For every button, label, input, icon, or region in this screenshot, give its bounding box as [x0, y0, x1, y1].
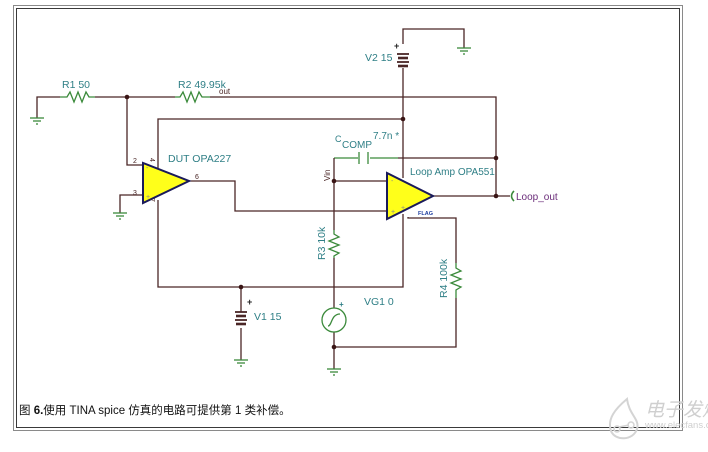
opamp-loop-flag: FLAG: [418, 211, 433, 217]
ground-icon: [327, 368, 341, 376]
resistor-r3-icon: [327, 230, 341, 258]
opamp-loop-amp[interactable]: - + + Loop Amp OPA551 FLAG: [386, 167, 495, 221]
resistor-r1-label: R1 50: [62, 79, 90, 91]
battery-v1-plus: +: [247, 297, 252, 307]
ground-icon: [113, 212, 127, 220]
junction-loop-out: [493, 193, 499, 199]
resistor-r3[interactable]: R3 10k: [316, 226, 341, 260]
capacitor-ccomp[interactable]: C COMP 7.7n *: [335, 131, 399, 164]
wire-dut-noninverting: [119, 194, 143, 213]
resistor-r4[interactable]: R4 100k: [438, 258, 463, 298]
battery-v2[interactable]: + V2 15: [365, 41, 409, 68]
opamp-loop-minus: -: [391, 178, 394, 185]
resistor-r4-label: R4 100k: [438, 258, 450, 298]
figure-caption: 图 6.使用 TINA spice 仿真的电路可提供第 1 类补偿。: [19, 402, 291, 418]
resistor-r4-icon: [449, 263, 463, 298]
opamp-dut-pin-inv: 2: [133, 158, 137, 165]
wire-dut-vplus: [157, 118, 403, 168]
opamp-loop-plus2: +: [401, 205, 405, 212]
caption-prefix: 图: [19, 405, 34, 417]
wire-dut-output: [189, 180, 387, 212]
opamp-loop-plus: +: [391, 209, 395, 216]
wire-dut-vminus: [157, 200, 404, 288]
capacitor-label-main: C: [335, 134, 342, 144]
capacitor-value: 7.7n *: [373, 131, 399, 142]
wire-dut-inverting: [126, 97, 143, 166]
net-label-vin: Vin: [323, 170, 332, 181]
opamp-dut-pin-vplus: 4: [148, 158, 155, 162]
vg1-plus: +: [339, 300, 344, 309]
junction-ccomp-out: [493, 155, 499, 161]
battery-v1[interactable]: + V1 15: [235, 297, 282, 326]
opamp-dut-pin-noninv: 3: [133, 190, 137, 197]
resistor-r2[interactable]: R2 49.95k: [175, 79, 227, 104]
opamp-dut-plus: +: [146, 194, 150, 201]
net-connector-icon: [510, 190, 515, 202]
ground-symbols: [30, 47, 471, 376]
resistor-r2-icon: [175, 90, 210, 104]
junction-v1: [238, 284, 244, 290]
wire-r1-ground: [36, 96, 60, 118]
opamp-loop-triangle-icon: [386, 171, 436, 221]
junction-vin: [331, 178, 337, 184]
junction-vg1-return: [331, 344, 337, 350]
opamp-dut-pin-out: 6: [195, 174, 199, 181]
vg1-label: VG1 0: [364, 296, 394, 308]
net-label-loop-out: Loop_out: [516, 192, 558, 203]
opamp-dut-label: DUT OPA227: [168, 153, 231, 165]
figure-frame-outer: [13, 5, 683, 431]
wire-out-net: [210, 96, 497, 196]
vg1-body-icon: [321, 307, 347, 333]
junction-vplus: [400, 116, 406, 122]
voltage-generator-vg1[interactable]: + VG1 0: [321, 296, 394, 333]
resistor-r3-label: R3 10k: [316, 226, 328, 260]
wire-v2-top: [402, 28, 465, 48]
ground-icon: [234, 359, 248, 367]
caption-text: 使用 TINA spice 仿真的电路可提供第 1 类补偿。: [43, 405, 291, 417]
opamp-loop-label: Loop Amp OPA551: [410, 167, 495, 178]
junctions: [124, 94, 499, 350]
opamp-dut[interactable]: - + 2 3 6 4 7 DUT OPA227: [133, 153, 231, 205]
resistor-r1[interactable]: R1 50: [60, 79, 95, 104]
watermark-logo-icon: [609, 397, 639, 440]
resistor-r2-label: R2 49.95k: [178, 79, 227, 91]
figure-frame-inner: [16, 8, 680, 428]
vg1-step-icon: [327, 313, 341, 327]
wire-flag-r4: [407, 217, 457, 263]
opamp-dut-pin-vminus: 7: [148, 198, 155, 202]
ground-icon: [30, 117, 44, 125]
junction-r1-r2: [124, 94, 130, 100]
opamp-dut-triangle-icon: [142, 161, 192, 205]
wire-r4-return: [334, 298, 457, 348]
caption-figure-number: 6.: [33, 405, 44, 417]
battery-v1-label: V1 15: [254, 311, 282, 323]
resistor-r1-icon: [60, 90, 95, 104]
capacitor-label-sub: COMP: [342, 140, 372, 151]
watermark-url: www.elecfans.com: [645, 420, 708, 431]
watermark-brand: 电子发烧友: [645, 399, 708, 421]
opamp-dut-minus: -: [146, 165, 149, 172]
battery-v2-label: V2 15: [365, 52, 393, 64]
ground-icon: [457, 47, 471, 55]
net-label-out: out: [219, 87, 231, 96]
net-loop-out[interactable]: Loop_out: [510, 190, 558, 203]
battery-v2-plus: +: [394, 41, 399, 51]
